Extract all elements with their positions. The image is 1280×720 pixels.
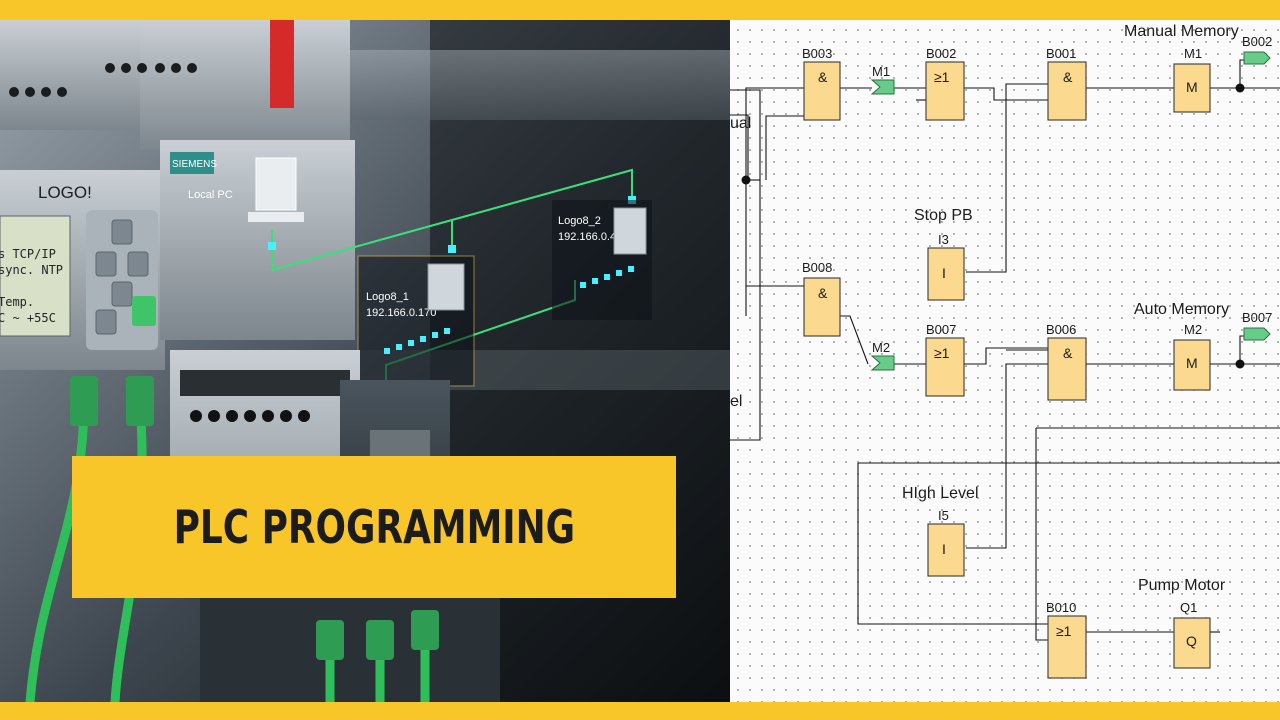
auto-memory-caption: Auto Memory [1134, 301, 1229, 318]
title-banner: PLC PROGRAMMING [72, 456, 676, 598]
laptop-icon [248, 157, 304, 222]
block-i3-id: I3 [938, 232, 949, 247]
block-q1-sym: Q [1186, 633, 1197, 649]
plc-hardware-illustration: LOGO! s TCP/IP sync. NTP Temp. C ~ +55C … [0, 20, 730, 702]
block-b003-sym: & [818, 69, 828, 85]
block-i5[interactable]: I5 I [927, 508, 965, 577]
block-b010[interactable]: B010 ≥1 [1046, 600, 1087, 679]
function-block-diagram: ual el Manual Memory Stop PB Auto Memory… [730, 20, 1280, 702]
banner-title: PLC PROGRAMMING [173, 500, 575, 554]
manual-caption-cut: ual [730, 115, 751, 132]
node1-ip: 192.166.0.170 [366, 307, 436, 319]
block-i3-sym: I [942, 265, 946, 281]
block-b001[interactable]: B001 & [1046, 46, 1087, 121]
node1-name: Logo8_1 [366, 291, 409, 303]
flag-m1-label: M1 [872, 64, 890, 79]
flag-out-top-label: B002 [1242, 34, 1272, 49]
stop-pb-caption: Stop PB [914, 207, 973, 224]
block-m1[interactable]: M1 M [1173, 46, 1211, 113]
block-b006-sym: & [1063, 345, 1073, 361]
top-border [0, 0, 1280, 20]
block-m2-id: M2 [1184, 322, 1202, 337]
flag-out-mid[interactable]: B007 [1242, 310, 1272, 341]
flag-out-top[interactable]: B002 [1242, 34, 1272, 65]
block-b007-sym: ≥1 [934, 345, 950, 361]
block-b001-sym: & [1063, 69, 1073, 85]
siemens-brand: SIEMENS [172, 159, 217, 170]
high-level-caption: HIgh Level [902, 485, 979, 502]
level-caption-cut: el [730, 393, 742, 410]
block-b010-sym: ≥1 [1056, 623, 1072, 639]
block-i5-id: I5 [938, 508, 949, 523]
block-b007[interactable]: B007 ≥1 [925, 322, 965, 397]
block-b006-id: B006 [1046, 322, 1076, 337]
block-b008-sym: & [818, 285, 828, 301]
block-b008-id: B008 [802, 260, 832, 275]
flag-m1[interactable]: M1 [870, 64, 895, 95]
node2-ip: 192.166.0.4 [558, 231, 616, 243]
block-b007-id: B007 [926, 322, 956, 337]
block-b006[interactable]: B006 & [1046, 322, 1087, 401]
manual-memory-caption: Manual Memory [1124, 23, 1239, 40]
node2-name: Logo8_2 [558, 215, 601, 227]
block-b002[interactable]: B002 ≥1 [925, 46, 965, 121]
flag-m2-label: M2 [872, 340, 890, 355]
lcd-line-4: C ~ +55C [0, 311, 56, 325]
bottom-border [0, 702, 1280, 720]
block-i5-sym: I [942, 541, 946, 557]
block-b003[interactable]: B003 & [802, 46, 841, 121]
block-m2-sym: M [1186, 355, 1198, 371]
lcd-line-1: s TCP/IP [0, 247, 56, 261]
fbd-canvas: ual el Manual Memory Stop PB Auto Memory… [730, 23, 1280, 679]
block-b002-id: B002 [926, 46, 956, 61]
local-pc-label: Local PC [188, 189, 233, 201]
block-b003-id: B003 [802, 46, 832, 61]
flag-out-mid-label: B007 [1242, 310, 1272, 325]
flag-m2[interactable]: M2 [870, 340, 895, 371]
logo-label: LOGO! [38, 183, 92, 202]
pump-motor-caption: Pump Motor [1138, 577, 1226, 594]
block-m1-sym: M [1186, 79, 1198, 95]
block-b010-id: B010 [1046, 600, 1076, 615]
plc-hardware-photo: LOGO! s TCP/IP sync. NTP Temp. C ~ +55C … [0, 20, 730, 702]
block-m1-id: M1 [1184, 46, 1202, 61]
block-b008[interactable]: B008 & [802, 260, 841, 337]
block-q1-id: Q1 [1180, 600, 1197, 615]
block-b001-id: B001 [1046, 46, 1076, 61]
lcd-line-3: Temp. [0, 295, 34, 309]
block-m2[interactable]: M2 M [1173, 322, 1211, 391]
block-b002-sym: ≥1 [934, 69, 950, 85]
block-i3[interactable]: I3 I [927, 232, 965, 301]
lcd-line-2: sync. NTP [0, 263, 63, 277]
block-q1[interactable]: Q1 Q [1173, 600, 1211, 669]
